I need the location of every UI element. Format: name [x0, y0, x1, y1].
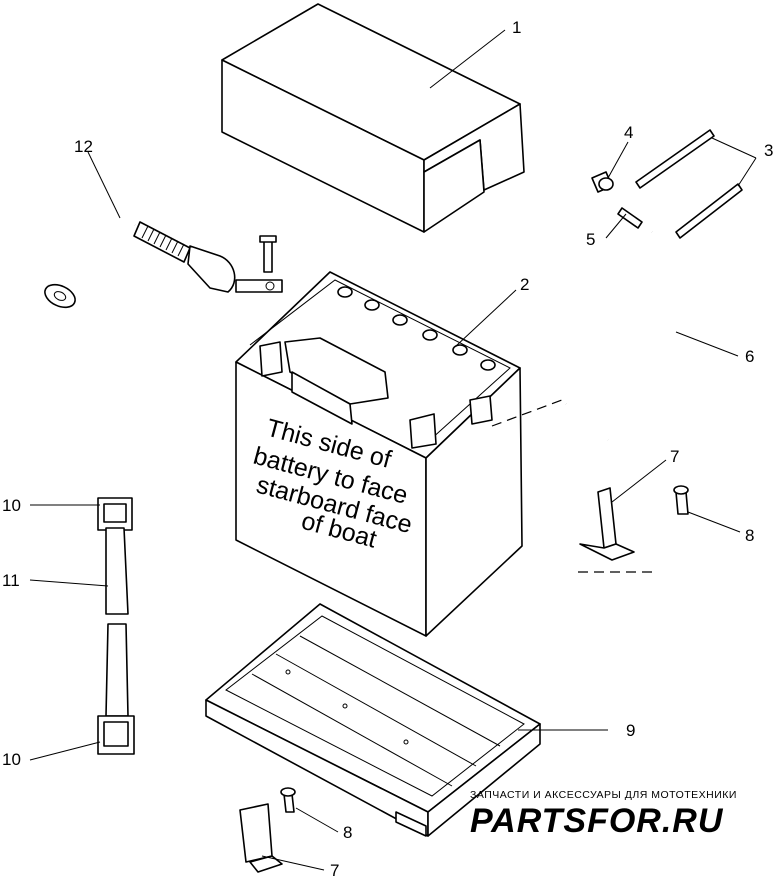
callout-2: 2: [520, 275, 529, 294]
callout-8-top: 8: [745, 526, 754, 545]
callout-10-bottom: 10: [2, 750, 21, 769]
callout-3: 3: [764, 141, 773, 160]
callout-11: 11: [2, 571, 20, 590]
battery: This side of battery to face starboard f…: [235, 271, 563, 637]
watermark: ЗАПЧАСТИ И АКСЕССУАРЫ ДЛЯ МОТОТЕХНИКИ PA…: [470, 789, 737, 840]
callout-7-top: 7: [670, 447, 679, 466]
callout-4: 4: [624, 123, 633, 142]
watermark-tagline: ЗАПЧАСТИ И АКСЕССУАРЫ ДЛЯ МОТОТЕХНИКИ: [470, 789, 737, 801]
callout-1: 1: [512, 18, 521, 37]
callouts: 1 2 3 4 5 6 7 8 9 10 11 10 12 8 7: [2, 18, 773, 880]
callout-8-bottom: 8: [343, 823, 352, 842]
bracket-top: [578, 485, 689, 573]
callout-12: 12: [74, 137, 93, 156]
callout-5: 5: [586, 230, 595, 249]
battery-cover: [221, 3, 525, 233]
callout-6: 6: [745, 347, 754, 366]
battery-terminal-caps: [337, 286, 496, 371]
callout-10-top: 10: [2, 496, 21, 515]
leader-lines: [29, 29, 757, 871]
callout-9: 9: [626, 721, 635, 740]
watermark-logo: PARTSFOR.RU: [470, 802, 724, 840]
hardware-right: [564, 129, 743, 443]
straps: [97, 497, 135, 755]
battery-cable-12: [21, 201, 283, 309]
battery-tray: [205, 603, 541, 837]
callout-7-bottom: 7: [330, 861, 339, 880]
bracket-bottom: [239, 787, 296, 873]
cable-spring: [141, 225, 185, 257]
